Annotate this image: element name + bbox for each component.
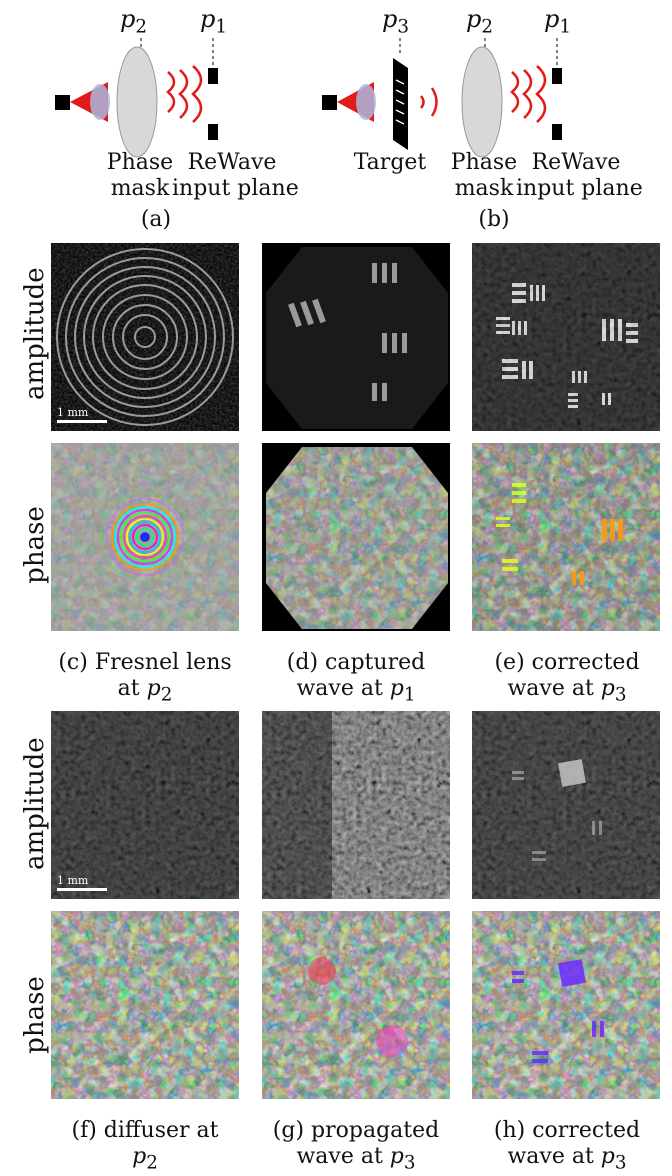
caption-d: (d) captured wave at p1 [286,650,426,706]
panel-f-amplitude: 1 mm [51,711,239,899]
label-p1-b: p1 [544,5,572,38]
panel-d-phase [262,443,450,631]
scalebar-label-1: 1 mm [57,406,89,419]
panel-h-amplitude [472,711,660,899]
row-label-phase-1: phase [20,506,50,584]
row-label-phase-2: phase [20,976,50,1054]
panel-c-phase [51,443,239,631]
scalebar-1 [57,420,107,423]
scalebar-2 [57,888,107,891]
panel-g-amplitude [262,711,450,899]
row-label-amplitude-1: amplitude [20,267,50,400]
caption-c: (c) Fresnel lens at p2 [58,650,232,706]
label-p2: p2 [120,5,148,38]
caption-g: (g) propagated wave at p3 [272,1118,440,1174]
label-p3: p3 [382,5,410,38]
target-label: Target [353,150,427,175]
panel-d-amplitude [262,243,450,431]
label-p2-b: p2 [466,5,494,38]
scalebar-label-2: 1 mm [57,874,89,887]
caption-a: (a) [140,207,172,232]
diagram-a-graphic [55,38,218,158]
caption-b: (b) [478,207,510,232]
panel-f-phase [51,911,239,1099]
panel-h-phase [472,911,660,1099]
caption-e: (e) corrected wave at p3 [494,650,640,706]
label-p1: p1 [200,5,228,38]
panel-g-phase [262,911,450,1099]
caption-h: (h) corrected wave at p3 [493,1118,641,1174]
row-label-amplitude-2: amplitude [20,737,50,870]
caption-f: (f) diffuser at p2 [71,1118,219,1174]
panel-c-amplitude: 1 mm [51,243,239,431]
diagram-b-graphic [322,38,562,158]
panel-e-amplitude [472,243,660,431]
panel-e-phase [472,443,660,631]
